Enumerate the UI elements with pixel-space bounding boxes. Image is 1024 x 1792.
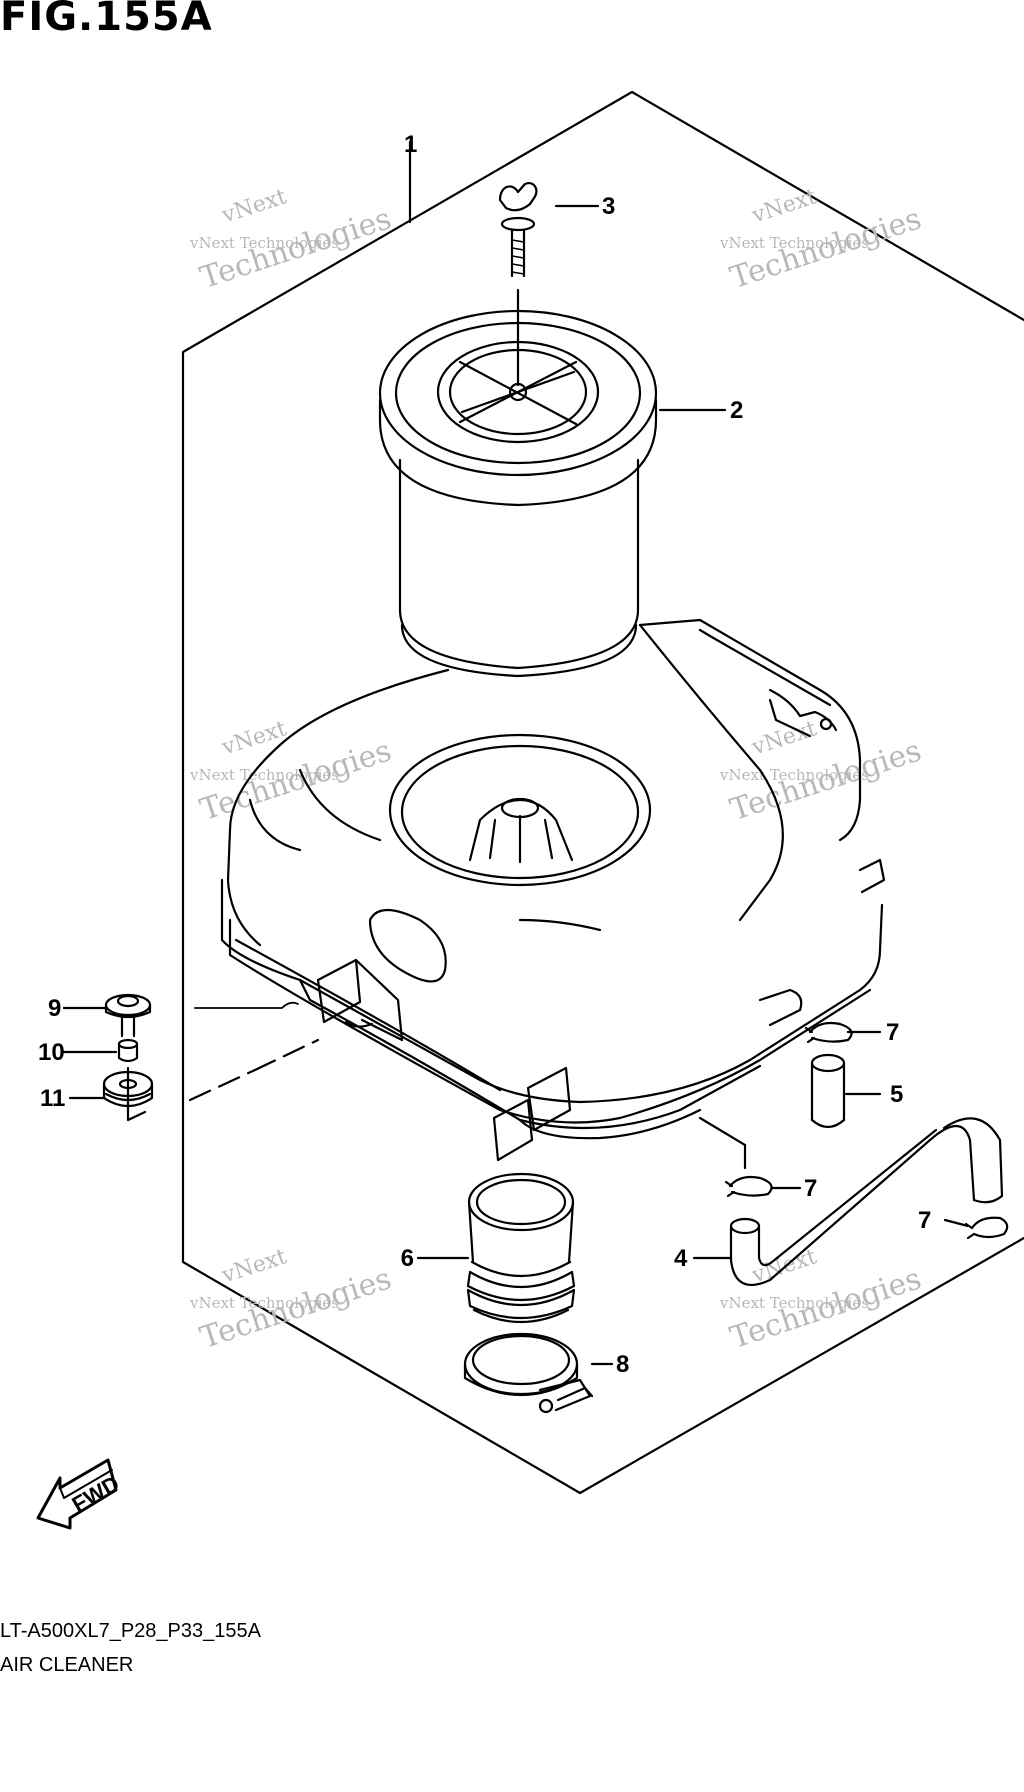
air-cleaner-case-part-1	[220, 618, 886, 1162]
callout-6: 6	[401, 1245, 414, 1272]
callout-7a: 7	[886, 1019, 899, 1046]
watermark-text: vNext Technologies	[189, 234, 339, 252]
filter-element-part-2	[378, 309, 658, 678]
watermark-text: vNext Technologies	[189, 766, 339, 784]
watermark-text: vNext	[218, 184, 290, 229]
figure-code: LT-A500XL7_P28_P33_155A	[0, 1620, 261, 1642]
grommet-part-11	[68, 1070, 154, 1108]
short-hose-part-5	[810, 1053, 882, 1129]
leader-lines	[126, 140, 747, 1170]
wing-bolt-part-3	[498, 182, 538, 387]
clamp-part-7	[804, 1021, 882, 1044]
callout-5: 5	[890, 1081, 903, 1108]
collar-part-10	[62, 1038, 139, 1063]
watermark-text: vNext	[748, 184, 820, 229]
watermark-text: vNext Technologies	[719, 766, 869, 784]
callout-labels: 1 2 3 4 5 6 7 7 7 8 9 10 11	[38, 131, 931, 1378]
watermark-text: vNext Technologies	[719, 234, 869, 252]
callout-4: 4	[674, 1245, 688, 1272]
clamp-part-7	[943, 1216, 1009, 1240]
figure-name: AIR CLEANER	[0, 1654, 134, 1676]
callout-9: 9	[48, 995, 61, 1022]
watermark-text: vNext	[218, 1244, 290, 1289]
assembly-outline	[181, 90, 1024, 1495]
clamp-part-7	[724, 1175, 802, 1198]
callout-11: 11	[40, 1085, 65, 1112]
watermark-text: vNext	[218, 716, 290, 761]
callout-8: 8	[616, 1351, 629, 1378]
bolt-part-9	[62, 993, 152, 1038]
breather-hose-part-4	[692, 1117, 1004, 1286]
callout-1: 1	[404, 131, 417, 158]
callout-7b: 7	[804, 1175, 817, 1202]
watermark-text: vNext Technologies	[189, 1294, 339, 1312]
figure-title: FIG.155A	[0, 0, 213, 40]
hose-clamp-part-8	[463, 1332, 614, 1414]
callout-10: 10	[38, 1039, 65, 1066]
watermark-text: vNext Technologies	[719, 1294, 869, 1312]
callout-2: 2	[730, 397, 743, 424]
fwd-arrow: FWD	[36, 1458, 123, 1530]
intake-boot-part-6	[416, 1172, 576, 1324]
callout-3: 3	[602, 193, 615, 220]
callout-7c: 7	[918, 1207, 931, 1234]
